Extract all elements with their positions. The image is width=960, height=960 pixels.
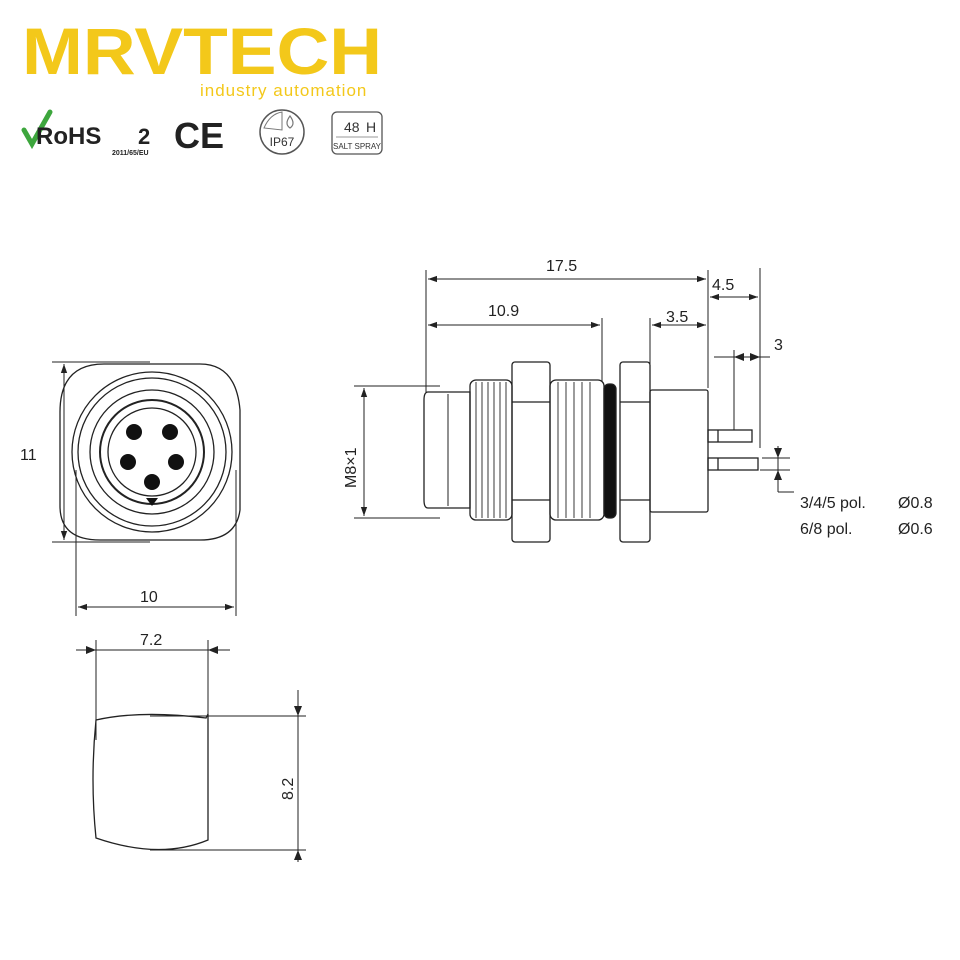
pin-note-poles: 6/8 pol. (800, 521, 852, 538)
pin-hole (126, 424, 142, 440)
salt-spray-unit: H (366, 119, 376, 135)
salt-spray-value: 48 (344, 119, 360, 135)
brand-tagline: industry automation (200, 81, 367, 100)
o-ring (603, 383, 617, 519)
panel-cutout-view: 7.2 8.2 (76, 632, 306, 862)
flange (619, 361, 651, 543)
thread-circle (77, 377, 227, 527)
pin-holes (120, 424, 184, 490)
pin-note-diameter: Ø0.8 (898, 495, 933, 512)
solder-pin (707, 429, 753, 443)
cutout-width-label: 7.2 (140, 632, 162, 649)
certification-badges: RoHS 2 2011/65/EU CE IP67 48 H SALT SPRA… (21, 109, 383, 157)
rohs-check-icon (21, 109, 53, 150)
coding-key (146, 498, 158, 506)
hex-nut (511, 361, 551, 543)
total-length-label: 17.5 (546, 258, 577, 275)
pin-length-label: 4.5 (712, 277, 734, 294)
insert-face (107, 407, 197, 497)
thread-label: M8×1 (343, 447, 360, 488)
ip-label: IP67 (270, 135, 295, 149)
front-height-label: 11 (20, 447, 37, 464)
salt-spray-badge: 48 H SALT SPRAY (331, 111, 383, 155)
ce-badge: CE (174, 115, 224, 156)
water-drop-icon (286, 114, 294, 129)
brand-name: MRVTECH (22, 14, 382, 88)
rear-body (649, 389, 709, 513)
dust-icon (263, 111, 283, 131)
cutout-outline (92, 713, 209, 851)
front-view: 11 10 (20, 361, 241, 616)
pin-hole (120, 454, 136, 470)
pin-hole (162, 424, 178, 440)
pin-hole (168, 454, 184, 470)
ip-badge-circle (259, 109, 305, 155)
side-view: M8×1 17.5 10.9 3.5 4.5 3 3/4/5 pol. Ø0.8 (343, 258, 933, 543)
pin-note-poles: 3/4/5 pol. (800, 495, 866, 512)
front-width-label: 10 (140, 589, 158, 606)
pin-offset-label: 3 (774, 337, 783, 354)
brand-logo: MRVTECH industry automation (22, 14, 382, 100)
salt-spray-label: SALT SPRAY (333, 142, 382, 151)
cutout-height-label: 8.2 (280, 778, 297, 800)
rohs-badge: RoHS 2 2011/65/EU (21, 109, 150, 157)
pin-note-diameter: Ø0.6 (898, 521, 933, 538)
rohs-suffix: 2 (138, 124, 150, 149)
pin-notes: 3/4/5 pol. Ø0.8 6/8 pol. Ø0.6 (800, 495, 933, 538)
hex-nut-outline (59, 363, 241, 541)
solder-pin (707, 457, 759, 471)
thread-circle-outer (71, 371, 233, 533)
pin-hole (144, 474, 160, 490)
flange-label: 3.5 (666, 309, 688, 326)
solder-pins (707, 429, 759, 471)
salt-spray-frame (331, 111, 383, 155)
rohs-label: RoHS (36, 123, 101, 150)
thread-circle-inner (89, 389, 215, 515)
front-cap (423, 391, 471, 509)
rohs-directive: 2011/65/EU (112, 150, 149, 157)
front-length-label: 10.9 (488, 303, 519, 320)
ip-badge: IP67 (259, 109, 305, 155)
ce-mark: CE (174, 115, 224, 156)
